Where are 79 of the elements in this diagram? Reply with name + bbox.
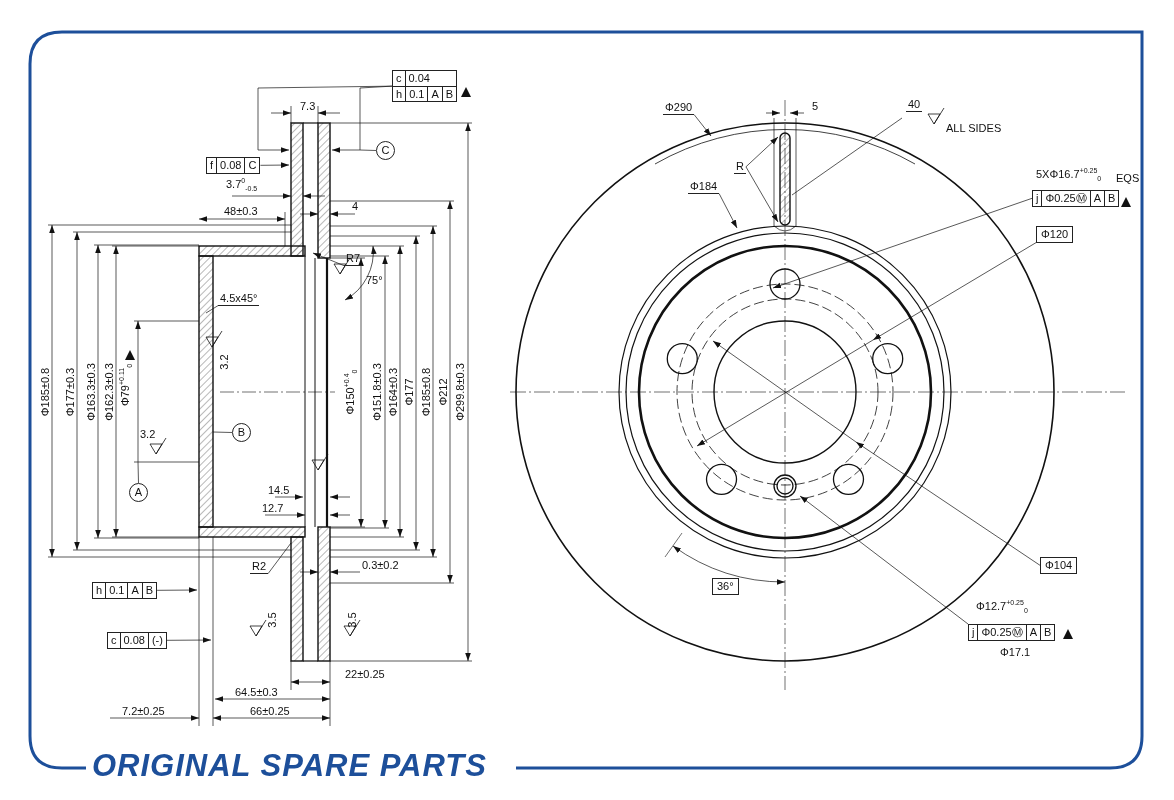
dimension-text: 66±0.25 — [250, 705, 290, 718]
frame-cell: A — [1026, 625, 1041, 640]
frame-cell: Φ0.25Ⓜ — [978, 625, 1027, 640]
dimension-text: Φ185±0.8 — [420, 367, 433, 417]
frame-cell: 0.08 — [217, 158, 246, 173]
dimension-text: 64.5±0.3 — [235, 686, 278, 699]
dimension-text: Φ290 — [663, 101, 695, 115]
feature-control-frame — [92, 582, 158, 599]
dimension-text: Φ185±0.8 — [39, 367, 52, 417]
slogan-text: ORIGINAL SPARE PARTS — [92, 750, 487, 781]
dimension-text: 48±0.3 — [224, 205, 258, 218]
tolerance-note: EQS — [1116, 172, 1140, 185]
dimension-text: R — [734, 160, 746, 174]
feature-control-frame — [206, 157, 261, 174]
frame-cell: c — [108, 633, 121, 648]
frame-cell-text: B — [1043, 625, 1053, 640]
dimension-text: 12.7 — [262, 502, 284, 515]
note-text: ALL SIDES — [946, 122, 1002, 135]
dimension-text: 3.5 — [346, 612, 359, 628]
frame-cell: j — [969, 625, 979, 640]
feature-control-frame — [107, 632, 167, 649]
dimension-text: 4.5x45° — [218, 292, 260, 306]
frame-cell: h — [393, 86, 407, 102]
feature-control-frame — [1032, 190, 1120, 207]
frame-cell: f — [207, 158, 218, 173]
dimension-text: 3.5 — [266, 612, 279, 628]
dimension-text: Φ120 — [1036, 226, 1074, 243]
dimension-text: Φ177±0.3 — [64, 367, 77, 417]
dimension-text: Φ184 — [688, 180, 720, 194]
dimension-text: Φ163.3±0.3 — [85, 363, 98, 421]
dimension-text: Φ162.3±0.3 — [103, 363, 116, 421]
leader-line — [359, 149, 377, 151]
leader-line — [267, 542, 292, 574]
frame-cell-text: (-) — [150, 633, 164, 648]
dimension-text: 0.3±0.2 — [362, 559, 399, 572]
frame-cell: 0.1 — [406, 86, 429, 102]
dimension-text: 4 — [352, 200, 359, 213]
dimension-text: R2 — [250, 560, 269, 574]
leader-line — [791, 117, 903, 196]
datum-label: A — [129, 483, 148, 502]
dimension-text: 5 — [812, 100, 819, 113]
dimension-text: 7.2±0.25 — [122, 705, 165, 718]
frame-cell: A — [128, 583, 143, 598]
frame-cell: 0.1 — [106, 583, 129, 598]
dimension-text: Φ177 — [403, 378, 416, 406]
frame-cell: A — [1090, 191, 1105, 206]
dimension-text: 14.5 — [268, 484, 290, 497]
frame-cell-text: B — [444, 86, 455, 102]
leader-line — [137, 461, 139, 484]
dimension-text: Φ104 — [1040, 557, 1078, 574]
frame-cell: h — [93, 583, 107, 598]
dimension-text: Φ164±0.3 — [387, 367, 400, 417]
frame-cell: c — [393, 71, 406, 86]
tolerance-note: Φ17.1 — [1000, 646, 1031, 659]
datum-label: C — [376, 141, 395, 160]
frame-cell-text: 0.04 — [407, 71, 431, 86]
frame-cell-text: B — [144, 583, 155, 598]
frame-cell: 0.08 — [120, 633, 149, 648]
frame-cell-text: C — [247, 158, 258, 173]
frame-cell: Φ0.25Ⓜ — [1042, 191, 1091, 206]
dimension-text: 7.3 — [300, 100, 316, 113]
frame-cell: j — [1033, 191, 1043, 206]
frame-cell-text: B — [1107, 191, 1117, 206]
datum-label: B — [232, 423, 251, 442]
dimension-text: Φ212 — [437, 378, 450, 406]
dimension-text: Φ151.8±0.3 — [371, 363, 384, 421]
dimension-text: 3.2 — [140, 428, 156, 441]
feature-control-frame — [392, 70, 458, 103]
dimension-text: 36° — [712, 578, 739, 595]
leader-line — [205, 305, 219, 314]
leader-line — [212, 431, 233, 433]
dimension-text: 40 — [906, 98, 923, 112]
frame-cell: A — [428, 86, 443, 102]
feature-control-frame — [968, 624, 1056, 641]
dimension-text: Φ299.8±0.3 — [454, 363, 467, 421]
dimension-text: 3.2 — [218, 354, 231, 370]
dimension-text: 75° — [366, 274, 383, 287]
dimension-text: R7 — [344, 252, 363, 266]
dimension-text: 22±0.25 — [345, 668, 385, 681]
